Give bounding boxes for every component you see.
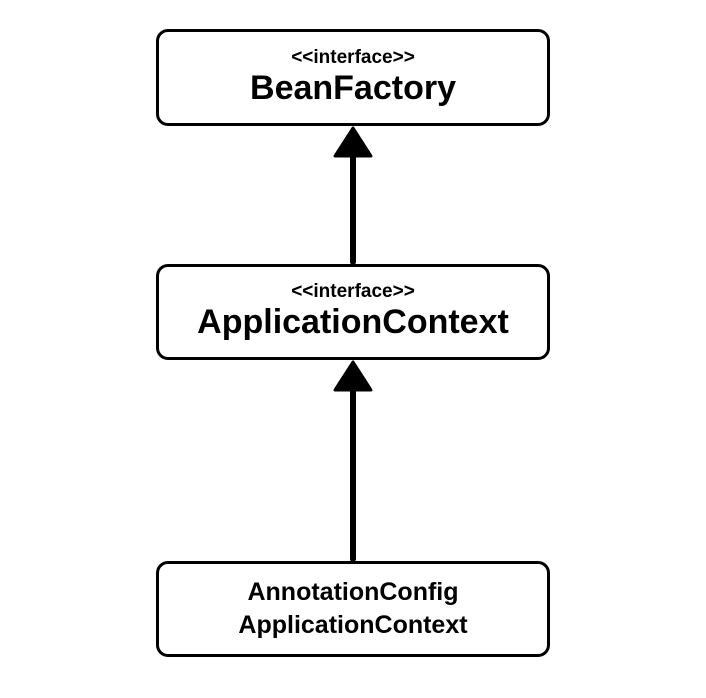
node-bean-factory: <<interface>> BeanFactory — [156, 29, 550, 126]
node-title: BeanFactory — [250, 68, 456, 107]
node-stereotype: <<interface>> — [291, 46, 415, 68]
node-application-context: <<interface>> ApplicationContext — [156, 264, 550, 360]
inheritance-arrowhead-icon — [333, 360, 373, 392]
edge-applicationcontext-to-beanfactory — [333, 126, 373, 265]
node-stereotype: <<interface>> — [291, 281, 415, 302]
node-title-line-2: ApplicationContext — [238, 611, 468, 639]
inheritance-arrowhead-icon — [333, 126, 373, 158]
node-title: ApplicationContext — [197, 303, 509, 341]
edge-annotationconfig-to-applicationcontext — [333, 360, 373, 562]
node-title-line-1: AnnotationConfig — [247, 578, 459, 606]
node-annotation-config-application-context: AnnotationConfig ApplicationContext — [156, 561, 550, 657]
